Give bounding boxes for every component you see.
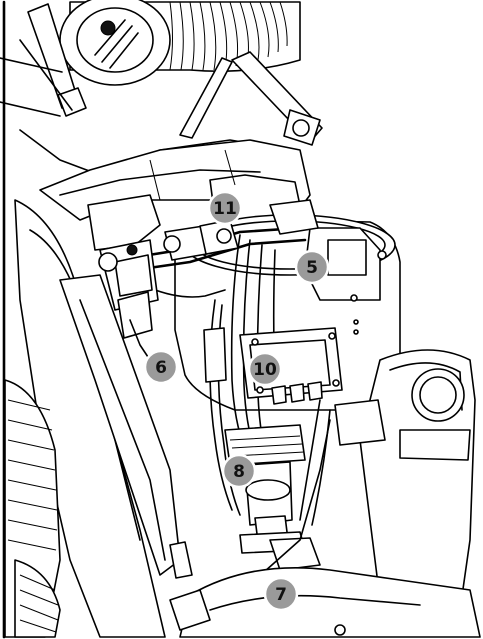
right-side-panel [254, 349, 476, 611]
valve-assembly [98, 239, 159, 361]
callout-11: 11 [207, 190, 243, 226]
left-wheel [4, 379, 61, 638]
left-frame-panel [14, 199, 193, 638]
svg-text:10: 10 [253, 360, 277, 380]
svg-text:5: 5 [306, 258, 318, 278]
callout-6: 6 [143, 349, 179, 385]
callout-8: 8 [221, 453, 257, 489]
reel-frame [0, 3, 323, 181]
svg-text:8: 8 [233, 462, 245, 482]
callout-7: 7 [263, 576, 299, 612]
callout-10: 10 [247, 351, 283, 387]
svg-text:11: 11 [213, 199, 237, 219]
hose-reel [59, 0, 301, 86]
svg-text:6: 6 [155, 358, 167, 378]
svg-text:7: 7 [275, 585, 287, 605]
pump-filter [224, 424, 306, 554]
callout-5: 5 [294, 249, 330, 285]
